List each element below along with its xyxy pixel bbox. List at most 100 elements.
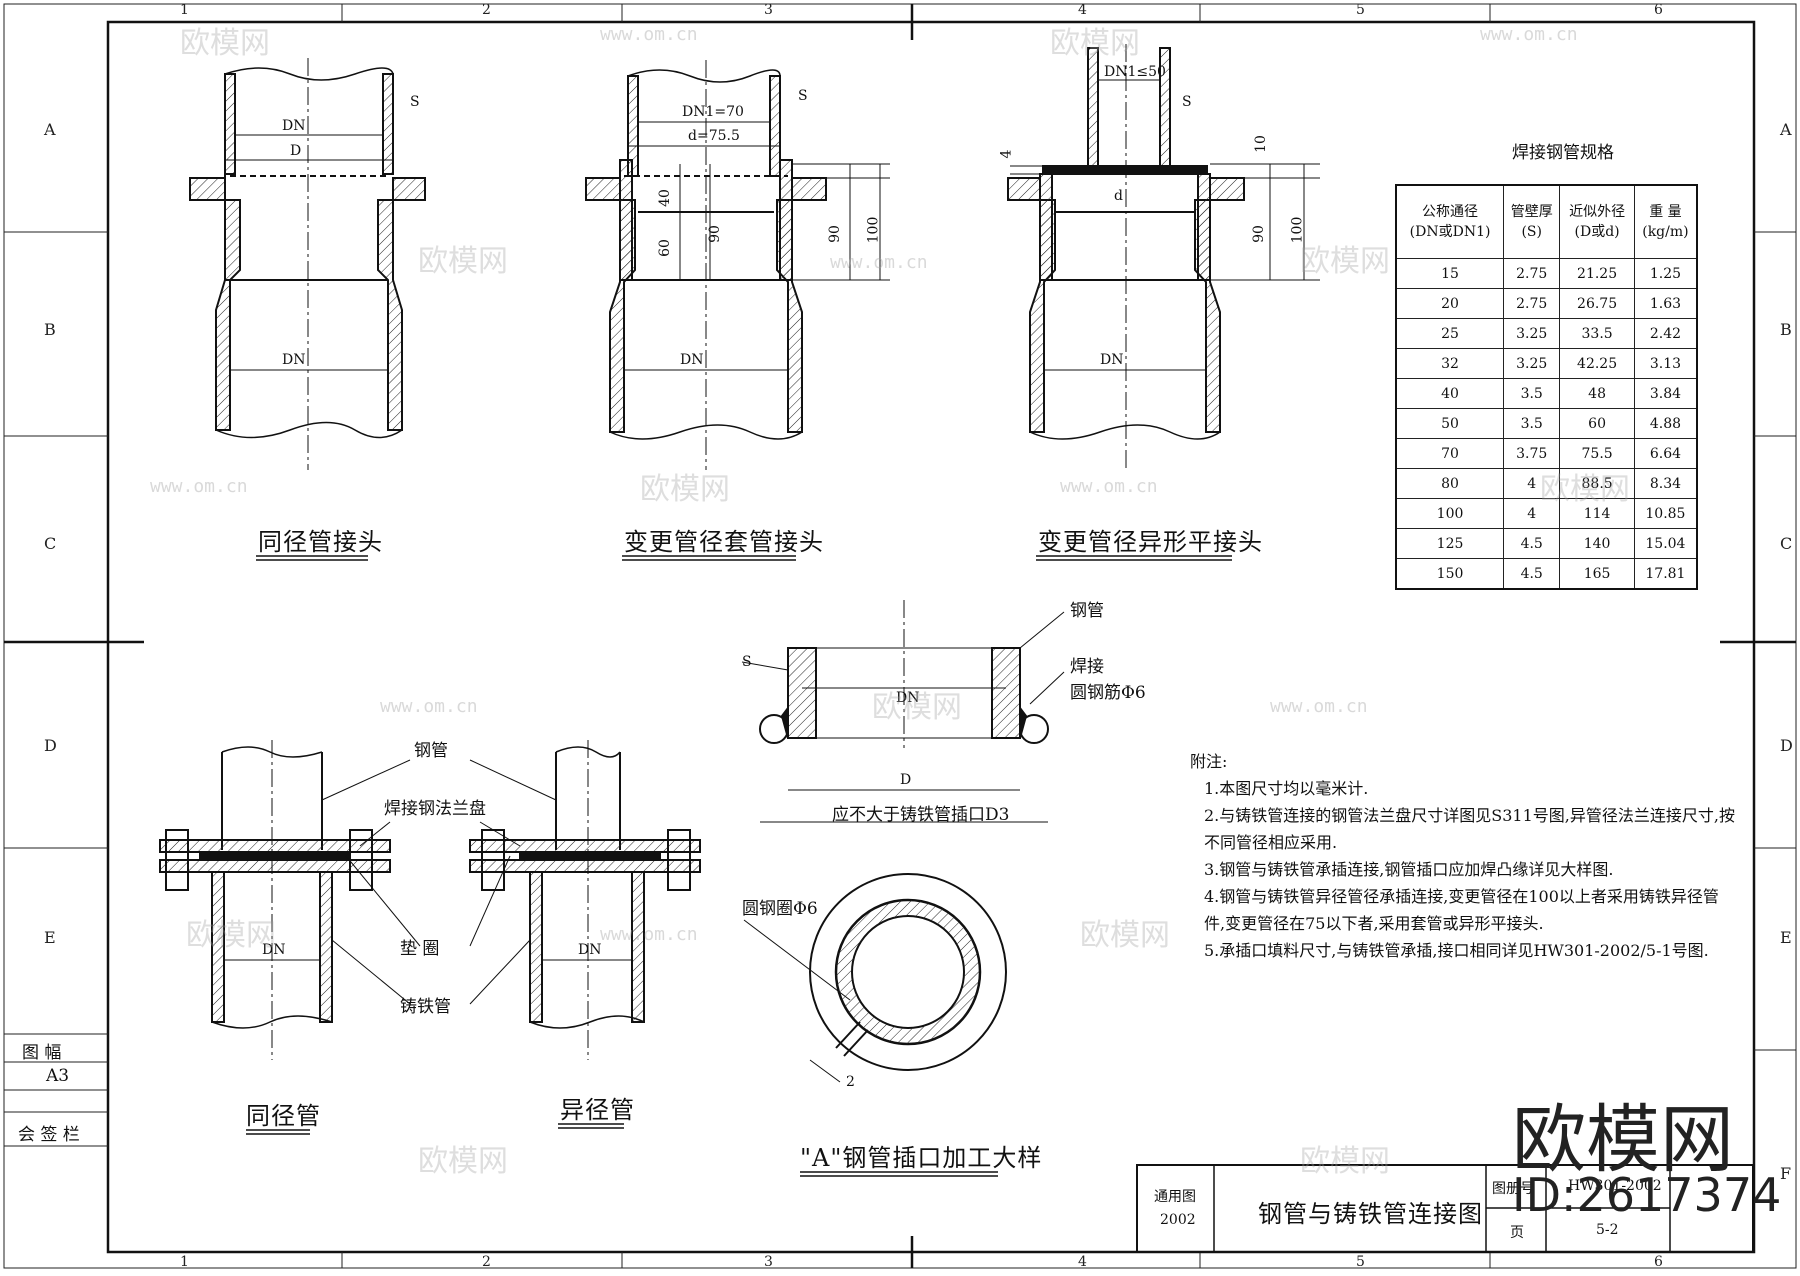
dim-90: 90 [706,225,723,243]
dim-60: 60 [656,239,673,257]
sheet-size-value: A3 [46,1066,70,1086]
dim-dn-detail: DN [896,690,920,706]
label-d-limit: 应不大于铸铁管插口D3 [832,805,1010,825]
same-dia-joint-drawing [189,58,426,470]
spec-table-cell: 32 [1395,348,1505,379]
dim-d-75: d=75.5 [688,128,740,144]
watermark-brand: 欧模网 [418,1144,508,1179]
grid-number-6: 6 [1654,2,1663,18]
label-weld: 焊接 [1070,657,1104,677]
watermark-brand: 欧模网 [1050,26,1140,61]
spec-table-cell: 4.5 [1503,528,1561,559]
grid-letter-b: B [44,320,56,339]
spec-header-od: 近似外径(D或d) [1559,184,1635,259]
label-gasket: 垫 圈 [400,939,440,959]
dim-4: 4 [998,149,1015,159]
spec-table-cell: 26.75 [1559,288,1635,319]
spec-table-cell: 42.25 [1559,348,1635,379]
grid-number-2: 2 [482,2,491,18]
spec-table: 公称通径(DN或DN1) 管壁厚(S) 近似外径(D或d) 重 量(kg/m) … [1395,184,1698,590]
title-same-dia-pipe: 同径管 [246,1102,321,1130]
tb-drawing-no-value: HW301-2002 [1568,1178,1662,1194]
spec-table-cell: 3.13 [1633,348,1698,379]
spec-table-cell: 3.5 [1503,408,1561,439]
dim-2: 2 [846,1074,855,1090]
tb-year: 2002 [1160,1212,1196,1228]
grid-number-5-bottom: 5 [1356,1254,1365,1270]
grid-number-2-bottom: 2 [482,1254,491,1270]
grid-number-4: 4 [1078,2,1087,18]
watermark-url: www.om.cn [1060,476,1158,497]
watermark-url: www.om.cn [600,924,698,945]
label-cast-iron-pipe: 铸铁管 [400,997,451,1017]
spec-table-title: 焊接钢管规格 [1512,143,1614,163]
watermark-brand: 欧模网 [180,26,270,61]
dim-s-2: S [798,88,808,104]
spec-table-cell: 8.34 [1633,468,1698,499]
tb-page-value: 5-2 [1596,1222,1619,1238]
spec-table-cell: 2.75 [1503,288,1561,319]
spec-table-cell: 4.5 [1503,558,1561,590]
spec-table-cell: 3.75 [1503,438,1561,469]
note-item: 3.钢管与铸铁管承插连接,钢管插口应加焊凸缘详见大样图. [1204,860,1614,879]
watermark-brand: 欧模网 [1300,1144,1390,1179]
watermark-brand: 欧模网 [872,690,962,725]
spec-table-cell: 3.5 [1503,378,1561,409]
dim-s-3: S [1182,94,1192,110]
tb-drawing-title: 钢管与铸铁管连接图 [1258,1200,1483,1228]
spec-table-cell: 140 [1559,528,1635,559]
grid-letter-c-right: C [1780,534,1793,553]
dim-s-1: S [410,94,420,110]
grid-letter-a: A [44,120,56,139]
spec-table-cell: 15.04 [1633,528,1698,559]
dim-100: 100 [865,216,882,244]
grid-letter-d: D [44,736,57,755]
spec-table-cell: 10.85 [1633,498,1698,529]
spec-table-cell: 6.64 [1633,438,1698,469]
watermark-url: www.om.cn [150,476,248,497]
dim-d-detail: D [900,772,912,788]
dim-10: 10 [1252,135,1269,153]
watermark-brand: 欧模网 [1300,244,1390,279]
watermark-url: www.om.cn [1480,24,1578,45]
spec-table-cell: 20 [1395,288,1505,319]
spec-table-header-row: 公称通径(DN或DN1) 管壁厚(S) 近似外径(D或d) 重 量(kg/m) [1395,184,1698,259]
title-detail-a: "A"钢管插口加工大样 [800,1144,1043,1172]
grid-number-1: 1 [180,2,189,18]
label-steel-pipe-detail: 钢管 [1070,601,1104,621]
watermark-url: www.om.cn [380,696,478,717]
note-item: 件,变更管径在75以下者,采用套管或异形平接头. [1204,914,1544,933]
spec-table-cell: 165 [1559,558,1635,590]
spec-table-cell: 80 [1395,468,1505,499]
spec-table-cell: 150 [1395,558,1505,590]
grid-number-6-bottom: 6 [1654,1254,1663,1270]
spec-table-cell: 2.42 [1633,318,1698,349]
watermark-brand: 欧模网 [1540,472,1630,507]
spec-table-cell: 3.84 [1633,378,1698,409]
title-sleeve-joint: 变更管径套管接头 [624,528,824,556]
spec-table-cell: 1.25 [1633,258,1698,289]
spec-table-cell: 70 [1395,438,1505,469]
title-block [1136,1164,1754,1253]
watermark-url: www.om.cn [830,252,928,273]
dim-dn1-le50: DN1≤50 [1104,64,1166,80]
note-item: 2.与铸铁管连接的钢管法兰盘尺寸详图见S311号图,异管径法兰连接尺寸,按 [1204,806,1735,825]
watermark-url: www.om.cn [1270,696,1368,717]
dim-dn-4: DN [262,942,286,958]
watermark-brand: 欧模网 [186,918,276,953]
spec-table-cell: 40 [1395,378,1505,409]
dim-d-3: d [1114,188,1123,204]
grid-letter-f-right: F [1780,1164,1792,1183]
spec-table-cell: 3.25 [1503,348,1561,379]
spec-table-cell: 25 [1395,318,1505,349]
grid-letter-e: E [44,928,56,947]
